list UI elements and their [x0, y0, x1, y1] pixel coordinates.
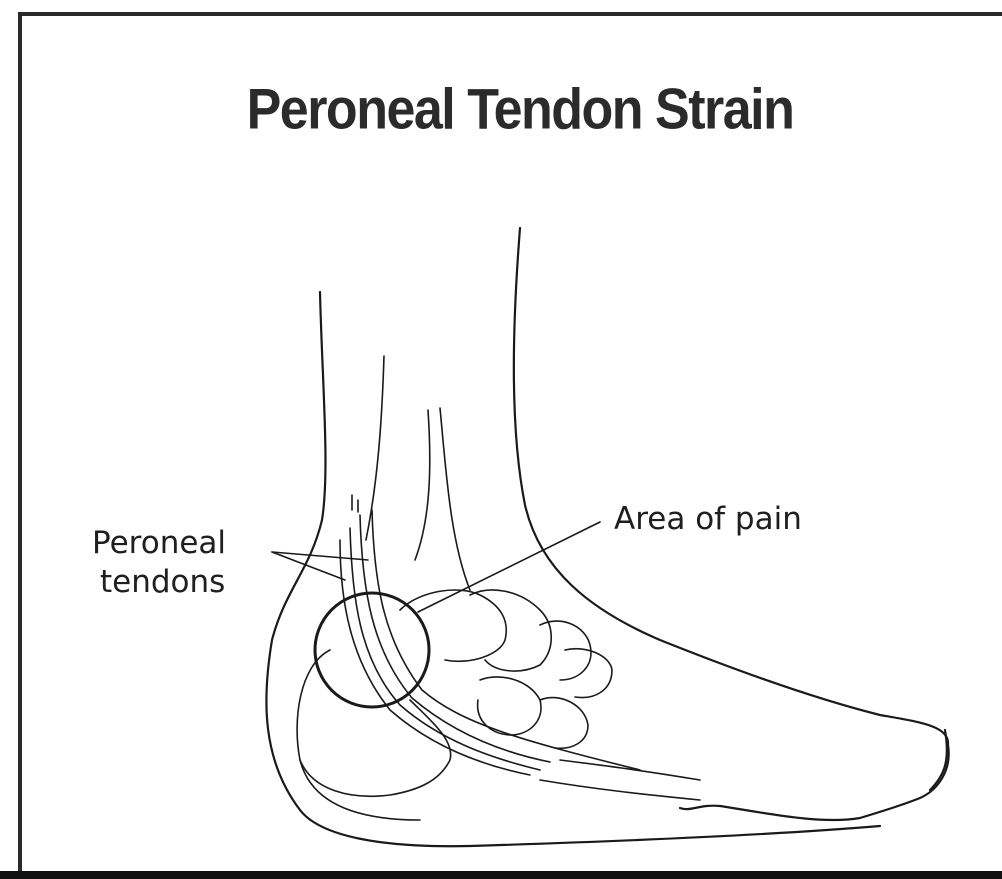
- peroneal-tendons-label: Peroneal tendons: [92, 524, 226, 602]
- peroneal-tendons-label-line2: tendons: [92, 563, 226, 602]
- bottom-edge-band: [0, 871, 1002, 879]
- toes-outline: [680, 730, 949, 820]
- area-of-pain-circle: [315, 593, 429, 707]
- peroneal-tendons: [340, 495, 640, 775]
- leader-lines: [272, 522, 600, 612]
- area-of-pain-label: Area of pain: [614, 500, 802, 539]
- leg-bones: [366, 356, 470, 590]
- leg-outline: [266, 228, 948, 846]
- peroneal-tendons-label-line1: Peroneal: [92, 524, 226, 563]
